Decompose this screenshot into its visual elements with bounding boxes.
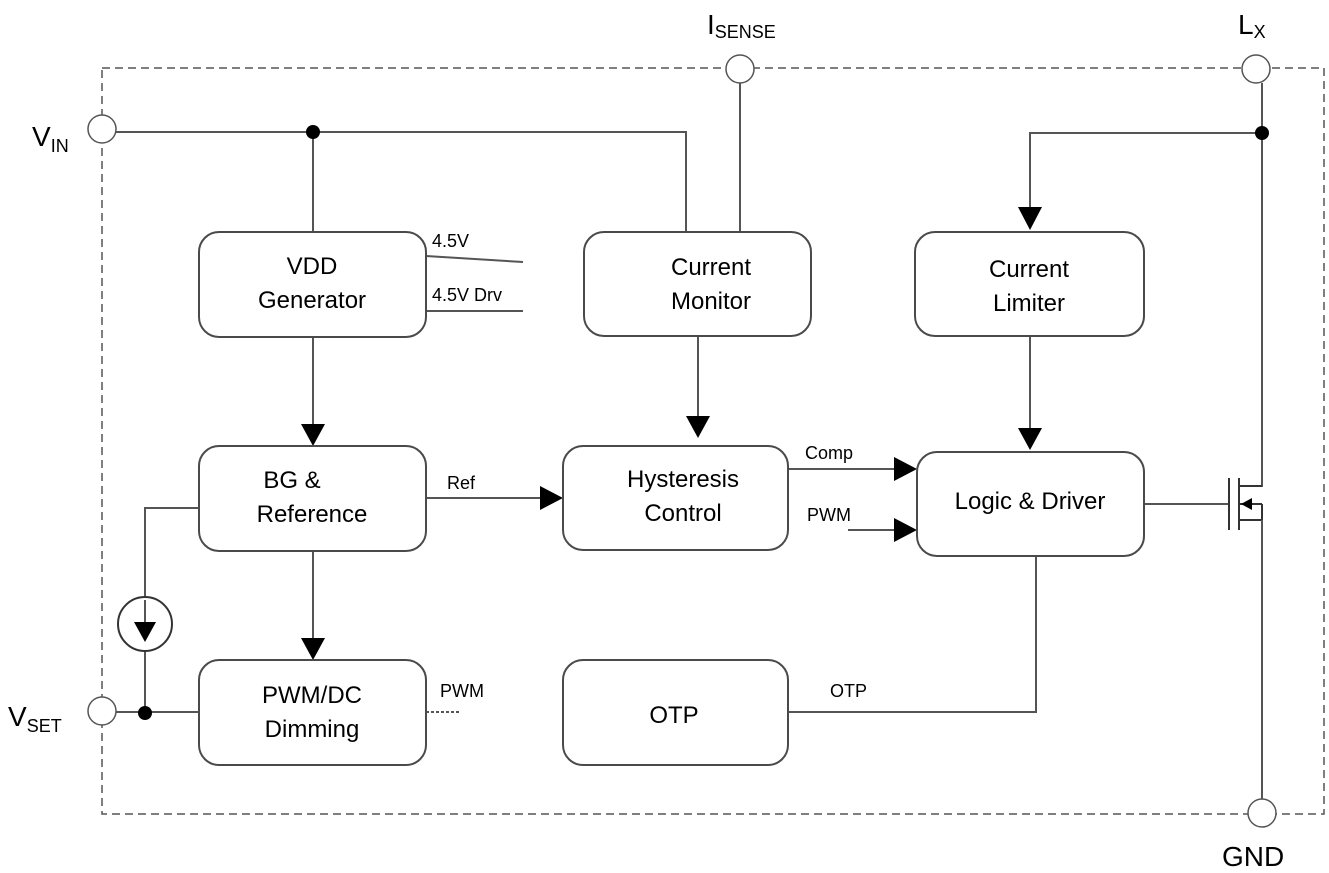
vin-junction-dot: [306, 125, 320, 139]
chip-boundary: [101, 67, 1325, 815]
pwm-line2: Dimming: [265, 716, 360, 743]
comp-label: Comp: [805, 443, 853, 463]
hyst-line1: Hysteresis: [627, 466, 739, 493]
vdd-line1: VDD: [287, 253, 338, 280]
gnd-label: GND: [1222, 841, 1284, 872]
hysteresis-control-block: Hysteresis Control: [562, 445, 789, 551]
pwm-in-arrow: [894, 518, 917, 542]
pwm-dc-dimming-block: PWM/DC Dimming: [198, 659, 427, 766]
v45-label: 4.5V: [432, 231, 469, 251]
current-source-arrow: [134, 622, 156, 642]
pwm-input-arrow: [301, 638, 325, 660]
limiter-line1: Current: [989, 256, 1069, 283]
isense-pin: [725, 54, 755, 84]
lx-wire: [1240, 83, 1263, 487]
bg-line1: BG &: [263, 467, 320, 494]
pwm-out-label: PWM: [440, 681, 484, 701]
comp-arrow: [894, 457, 917, 481]
v45drv-label: 4.5V Drv: [432, 285, 502, 305]
pwm-in-label: PWM: [807, 505, 851, 525]
hyst-line2: Control: [644, 500, 721, 527]
hyst-input-arrow: [686, 416, 710, 438]
vin-pin: [87, 114, 117, 144]
logic-driver-block: Logic & Driver: [916, 451, 1145, 557]
isense-label: ISENSE: [707, 9, 776, 42]
logic-line1: Logic & Driver: [955, 488, 1106, 515]
current-monitor-block: Current Monitor: [583, 231, 812, 337]
otp-wire: [788, 556, 1037, 713]
gnd-pin: [1247, 798, 1277, 828]
lx-pin: [1241, 54, 1271, 84]
pwm-line1: PWM/DC: [262, 682, 362, 709]
vset-junction-dot: [138, 706, 152, 720]
monitor-line1: Current: [671, 254, 751, 281]
v45-wire: [425, 255, 524, 263]
vin-label: VIN: [32, 121, 69, 156]
vin-wire: [116, 131, 687, 232]
mosfet-icon: [1228, 478, 1263, 530]
otp-line1: OTP: [649, 702, 698, 729]
lx-to-limiter-wire: [1029, 132, 1262, 208]
vset-label: VSET: [8, 701, 62, 736]
ref-label: Ref: [447, 473, 476, 493]
otp-signal-label: OTP: [830, 681, 867, 701]
otp-block: OTP: [562, 659, 789, 766]
limiter-input-arrow: [1018, 207, 1042, 230]
vset-pin: [87, 696, 117, 726]
monitor-line2: Monitor: [671, 288, 751, 315]
vdd-line2: Generator: [258, 287, 366, 314]
bg-reference-block: BG & Reference: [198, 445, 427, 552]
limiter-line2: Limiter: [993, 290, 1065, 317]
bg-input-arrow: [301, 424, 325, 446]
logic-top-arrow: [1018, 428, 1042, 450]
current-limiter-block: Current Limiter: [914, 231, 1145, 337]
ref-arrow: [540, 486, 563, 510]
vdd-generator-block: VDD Generator: [198, 231, 427, 338]
bg-line2: Reference: [257, 501, 368, 528]
lx-label: LX: [1238, 9, 1266, 42]
lx-junction-dot: [1255, 126, 1269, 140]
